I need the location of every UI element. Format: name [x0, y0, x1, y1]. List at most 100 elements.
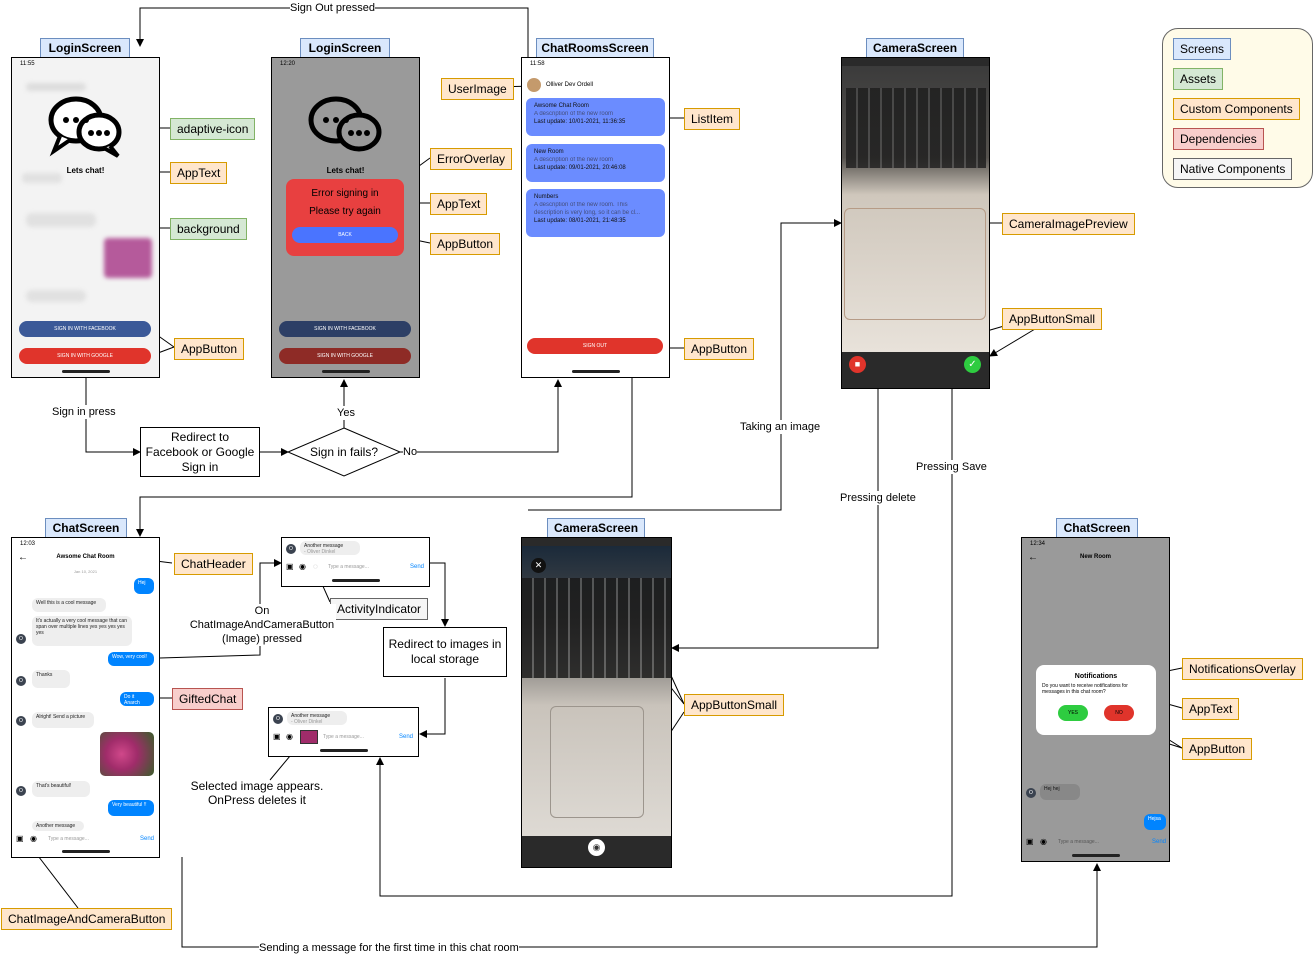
chat-bubbles-icon — [308, 96, 382, 152]
legend-assets: Assets — [1173, 68, 1224, 90]
google-sign-in-button[interactable]: SIGN IN WITH GOOGLE — [279, 348, 411, 364]
keyboard-image — [846, 88, 986, 168]
no-button[interactable]: NO — [1104, 705, 1134, 721]
title-chat-1: ChatScreen — [45, 518, 127, 538]
edge-label-pressing-delete: Pressing delete — [840, 491, 916, 505]
home-indicator — [319, 749, 368, 752]
label-error-overlay: ErrorOverlay — [430, 148, 513, 170]
camera-icon[interactable]: ◉ — [30, 834, 37, 843]
capture-button[interactable]: ◉ — [588, 839, 605, 856]
notifications-title: Notifications — [1074, 673, 1118, 680]
image-picker-icon[interactable]: ▣ — [16, 834, 24, 843]
chat-message: Thanks — [32, 670, 70, 688]
room-list-item[interactable]: Numbers A description of the new room. T… — [526, 189, 665, 237]
chat-message: It's actually a very cool message that c… — [32, 616, 132, 646]
chat-message: Wow, very cool! — [108, 652, 154, 666]
send-button[interactable]: Send — [399, 734, 414, 740]
chat-snippet-image: O Another message - Oliver Dinkel ▣ ◉ Ty… — [268, 707, 419, 757]
image-picker-icon[interactable]: ▣ — [1026, 837, 1034, 846]
label-app-button-notif: AppButton — [1182, 738, 1253, 760]
label-camera-image-preview: CameraImagePreview — [1002, 213, 1135, 235]
edge-label-sign-out: Sign Out pressed — [290, 1, 375, 15]
chat-message: Well this is a cool message — [32, 598, 106, 612]
error-line-2: Please try again — [309, 206, 381, 217]
avatar: O — [16, 676, 26, 686]
message-input[interactable]: Type a message... — [1058, 839, 1099, 845]
avatar: O — [1026, 788, 1036, 798]
chat-snippet-loading: O Another message - Oliver Dinkel ▣ ◉ ◌ … — [281, 537, 430, 587]
label-gifted-chat: GiftedChat — [172, 688, 244, 710]
lets-chat-text: Lets chat! — [66, 166, 105, 175]
chat-message: That's beautiful! — [32, 781, 90, 797]
room-list-item[interactable]: Awsome Chat Room A description of the ne… — [526, 98, 665, 136]
message-input[interactable]: Type a message... — [323, 734, 364, 740]
back-arrow-icon[interactable]: ← — [1028, 552, 1038, 563]
activity-indicator-icon: ◌ — [313, 562, 318, 571]
label-chat-image-camera-button: ChatImageAndCameraButton — [1, 908, 173, 930]
user-name: Olliver Dev Ordell — [546, 82, 594, 88]
avatar: O — [16, 716, 26, 726]
avatar: O — [16, 786, 26, 796]
status-bar: 12:34 — [1030, 541, 1046, 547]
home-indicator — [1071, 854, 1120, 857]
send-button[interactable]: Send — [140, 836, 155, 842]
edge-label-taking-image: Taking an image — [740, 420, 821, 434]
edge-label-yes: Yes — [337, 406, 355, 420]
camera-icon[interactable]: ◉ — [299, 562, 306, 571]
image-picker-icon[interactable]: ▣ — [286, 562, 294, 571]
title-camera-2: CameraScreen — [547, 518, 645, 538]
edge-label-chat-image-pressed: On ChatImageAndCameraButton (Image) pres… — [188, 604, 336, 646]
send-button[interactable]: Send — [410, 564, 425, 570]
close-icon[interactable]: ✕ — [531, 558, 546, 573]
chat-date: Jan 10, 2021 — [73, 569, 98, 574]
chat-message: Very beautiful !! — [108, 800, 154, 816]
home-indicator — [331, 579, 380, 582]
yes-button[interactable]: YES — [1058, 705, 1088, 721]
label-app-button-error: AppButton — [430, 233, 501, 255]
label-app-text-login: AppText — [170, 162, 228, 184]
chat-screen-1: 12:03 ← Awsome Chat Room Jan 10, 2021 He… — [11, 537, 160, 858]
camera-icon[interactable]: ◉ — [286, 732, 293, 741]
label-notifications-overlay: NotificationsOverlay — [1182, 658, 1303, 680]
notifications-overlay: Notifications Do you want to receive not… — [1036, 665, 1156, 735]
title-login-2: LoginScreen — [300, 38, 390, 58]
message-input[interactable]: Type a message... — [328, 564, 369, 570]
facebook-sign-in-button[interactable]: SIGN IN WITH FACEBOOK — [19, 321, 151, 337]
room-list-item[interactable]: New Room A description of the new room L… — [526, 144, 665, 182]
label-background: background — [170, 218, 247, 240]
delete-button[interactable]: ■ — [849, 356, 866, 373]
label-app-text-notif: AppText — [1182, 698, 1240, 720]
title-chatrooms: ChatRoomsScreen — [536, 38, 654, 58]
back-arrow-icon[interactable]: ← — [18, 552, 28, 563]
title-camera-1: CameraScreen — [866, 38, 964, 58]
legend-screens: Screens — [1173, 38, 1232, 60]
legend: Screens Assets Custom Components Depende… — [1162, 28, 1313, 188]
notifications-question: Do you want to receive notifications for… — [1042, 683, 1128, 695]
label-app-button-login: AppButton — [174, 338, 245, 360]
save-button[interactable]: ✓ — [964, 356, 981, 373]
chat-message: Hej — [134, 578, 154, 594]
label-activity-indicator: ActivityIndicator — [330, 598, 429, 620]
google-sign-in-button[interactable]: SIGN IN WITH GOOGLE — [19, 348, 151, 364]
redirect-facebook-box: Redirect to Facebook or Google Sign in — [140, 427, 260, 477]
lets-chat-text: Lets chat! — [326, 166, 365, 175]
title-chat-2: ChatScreen — [1056, 518, 1138, 538]
image-picker-icon[interactable]: ▣ — [273, 732, 281, 741]
keyboard-image — [522, 578, 671, 678]
home-indicator — [61, 850, 110, 853]
selected-image-note: Selected image appears. OnPress deletes … — [190, 779, 324, 807]
edge-label-sending-first: Sending a message for the first time in … — [259, 941, 519, 955]
selected-image-thumbnail[interactable] — [300, 730, 318, 744]
user-avatar[interactable] — [527, 78, 541, 92]
label-app-button-small-1: AppButtonSmall — [1002, 308, 1103, 330]
back-button[interactable]: BACK — [292, 227, 398, 243]
chatrooms-screen: 11:58 Olliver Dev Ordell Awsome Chat Roo… — [521, 57, 670, 378]
legend-native: Native Components — [1173, 158, 1293, 180]
send-button[interactable]: Send — [1152, 839, 1167, 845]
chat-message: Hejsa — [1144, 814, 1166, 830]
message-input[interactable]: Type a message... — [48, 836, 89, 842]
camera-icon[interactable]: ◉ — [1040, 837, 1047, 846]
sign-out-button[interactable]: SIGN OUT — [527, 338, 663, 354]
label-app-button-small-2: AppButtonSmall — [684, 694, 785, 716]
facebook-sign-in-button[interactable]: SIGN IN WITH FACEBOOK — [279, 321, 411, 337]
